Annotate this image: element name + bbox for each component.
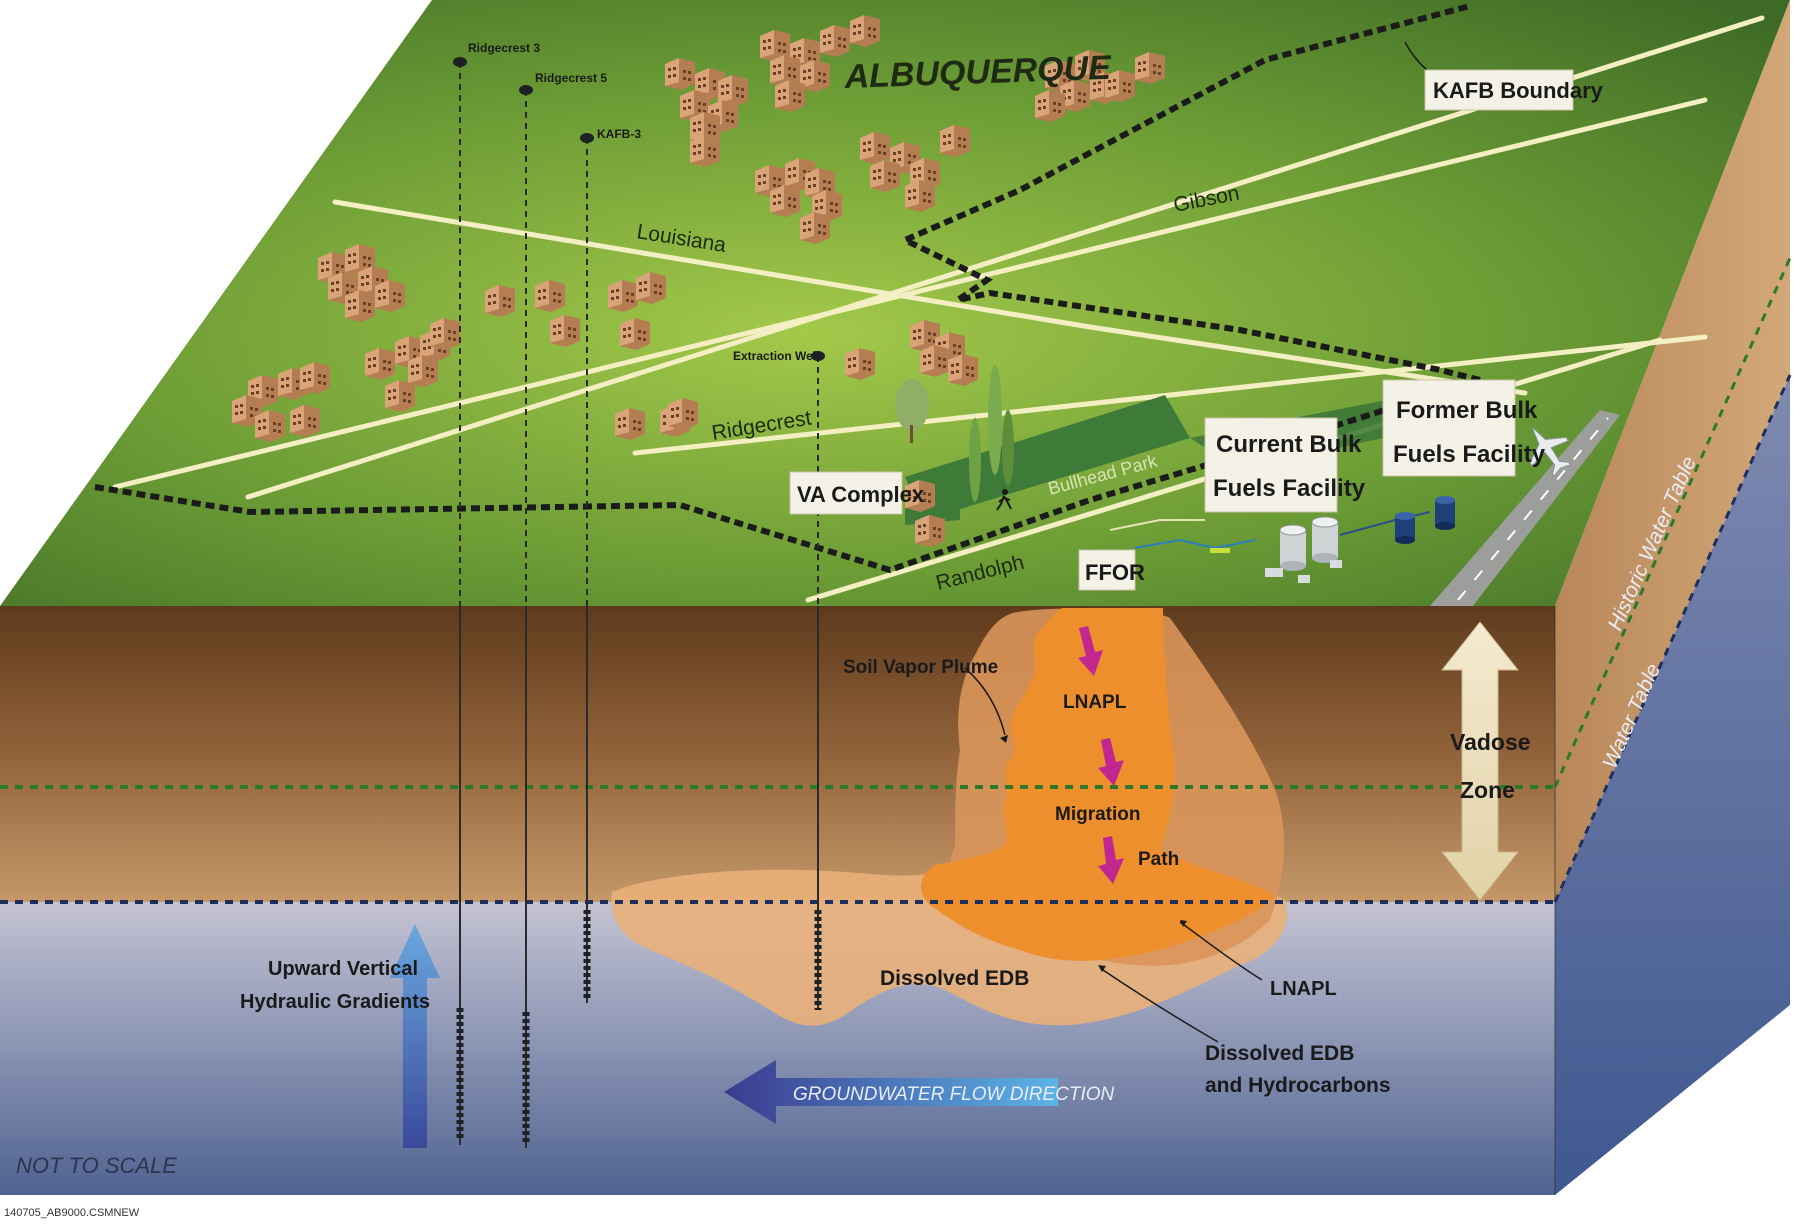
ffor-label-box — [1078, 549, 1136, 591]
current-bulk-label-box — [1204, 417, 1338, 513]
path-label: Path — [1138, 849, 1179, 870]
lnapl-right-label: LNAPL — [1270, 978, 1337, 1000]
well-screens — [456, 910, 822, 1142]
runway — [1430, 410, 1620, 606]
lnapl-top-label: LNAPL — [1063, 692, 1127, 713]
vadose-zone-layer — [0, 606, 1555, 902]
city-label: ALBUQUERQUE — [843, 49, 1113, 96]
va-complex-label: VA Complex — [797, 482, 925, 507]
side-saturated-face — [1555, 375, 1790, 1195]
va-complex-label-box — [789, 471, 903, 515]
current-bulk-label-line1: Current Bulk — [1216, 431, 1362, 458]
well-extraction-label: Extraction Well — [733, 349, 819, 363]
vadose-zone-arrow-icon — [1440, 621, 1520, 901]
not-to-scale-label: NOT TO SCALE — [16, 1153, 177, 1178]
pedestrian-icon — [996, 489, 1012, 511]
trees — [895, 365, 1014, 502]
jet-icon — [1529, 426, 1572, 478]
side-vadose-face — [1555, 0, 1790, 902]
ffor-label: FFOR — [1085, 560, 1145, 585]
upward-gradient-label-line2: Hydraulic Gradients — [240, 991, 430, 1013]
file-id-label: 140705_AB9000.CSMNEW — [4, 1207, 140, 1219]
former-bulk-label-line1: Former Bulk — [1396, 397, 1538, 424]
upward-gradient-arrow-icon — [390, 924, 440, 1148]
dissolved-edb-hydro-label-line2: and Hydrocarbons — [1205, 1074, 1391, 1097]
vadose-zone-label-line2: Zone — [1460, 777, 1515, 803]
migration-label: Migration — [1055, 804, 1141, 825]
upward-gradient-label-line1: Upward Vertical — [268, 958, 418, 980]
current-bulk-tanks-icon — [1265, 516, 1342, 583]
water-table-side — [1553, 374, 1792, 903]
lnapl-plume — [920, 608, 1275, 961]
kafb-boundary-line — [94, 3, 1481, 574]
vadose-zone-label-line1: Vadose — [1450, 729, 1531, 755]
groundwater-flow-arrow-icon — [724, 1060, 1058, 1124]
kafb-boundary-label: KAFB Boundary — [1433, 78, 1604, 103]
historic-water-table-side — [1553, 257, 1792, 788]
well-heads — [453, 57, 825, 361]
dissolved-edb-hydro-label-line1: Dissolved EDB — [1205, 1042, 1354, 1065]
dissolved-edb-label: Dissolved EDB — [880, 967, 1029, 990]
migration-arrows-icon — [1078, 626, 1124, 884]
well-ridgecrest3-label: Ridgecrest 3 — [468, 41, 540, 55]
former-bulk-label-line2: Fuels Facility — [1393, 441, 1546, 468]
soil-vapor-plume-label: Soil Vapor Plume — [843, 657, 998, 678]
well-ridgecrest5-label: Ridgecrest 5 — [535, 71, 607, 85]
current-bulk-label-line2: Fuels Facility — [1213, 475, 1366, 502]
former-bulk-label-box — [1382, 379, 1516, 477]
former-bulk-tanks-icon — [1395, 496, 1455, 544]
kafb-boundary-label-box — [1424, 69, 1574, 111]
well-kafb3-label: KAFB-3 — [597, 127, 641, 141]
groundwater-flow-label: GROUNDWATER FLOW DIRECTION — [793, 1084, 1115, 1105]
